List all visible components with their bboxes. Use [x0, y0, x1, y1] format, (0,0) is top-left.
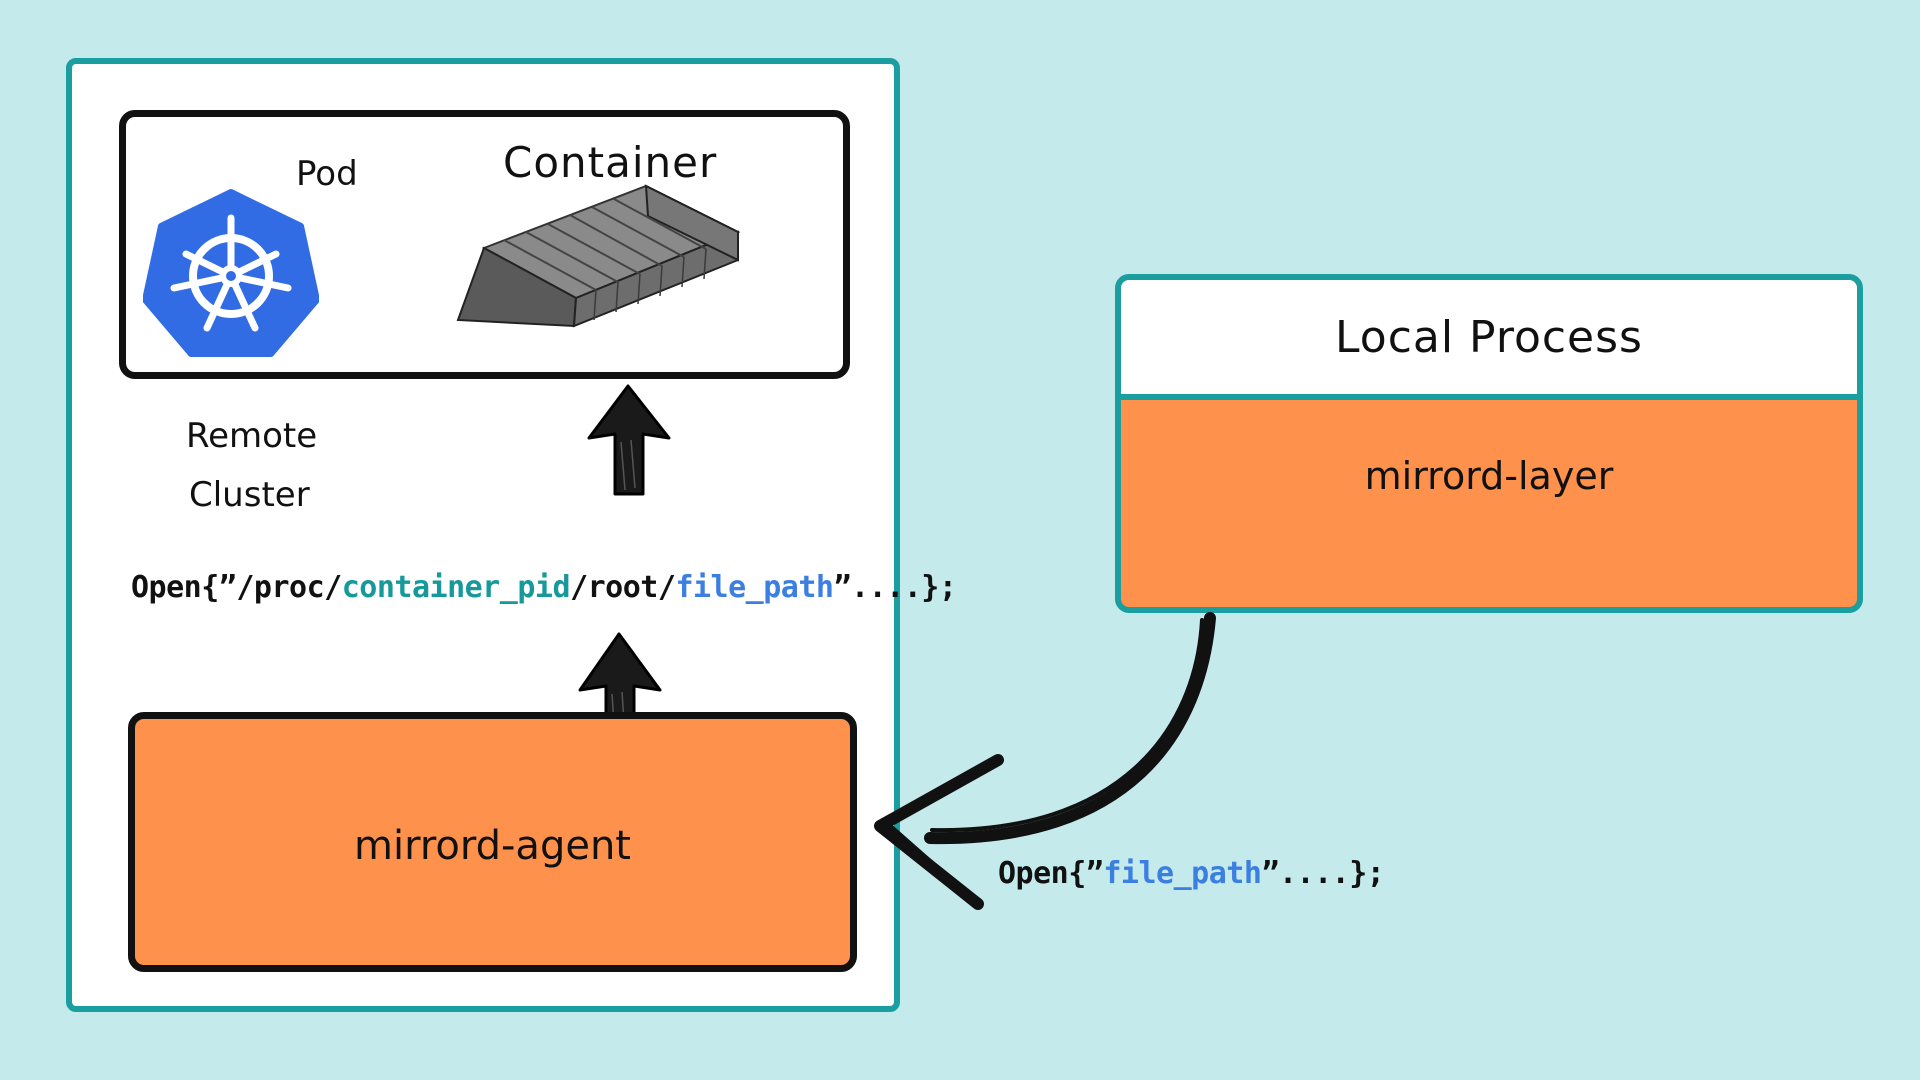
mirrord-agent-box: mirrord-agent	[128, 712, 857, 972]
pod-label: Pod	[296, 154, 358, 194]
file-path-text: file_path	[675, 570, 834, 605]
local-open-call-suffix: ”....};	[1261, 856, 1385, 891]
remote-label: Remote	[186, 416, 318, 456]
local-process-box: Local Process mirrord-layer	[1115, 274, 1863, 613]
arrow-up-icon	[587, 384, 671, 496]
open-call-mid: /root/	[570, 570, 676, 605]
mirrord-layer-label: mirrord-layer	[1364, 454, 1614, 498]
local-open-call-prefix: Open{”	[998, 856, 1104, 891]
open-call-prefix: Open{”/proc/	[131, 570, 342, 605]
open-call-suffix: ”....};	[833, 570, 957, 605]
local-file-path-text: file_path	[1103, 856, 1262, 891]
kubernetes-icon	[143, 189, 319, 357]
local-process-title: Local Process	[1121, 280, 1857, 400]
local-open-call: Open{”file_path”....};	[998, 856, 1385, 891]
mirrord-agent-label: mirrord-agent	[354, 823, 631, 869]
container-label: Container	[503, 138, 718, 187]
shipping-container-icon	[456, 184, 741, 328]
container-pid-text: container_pid	[341, 570, 571, 605]
cluster-label: Cluster	[189, 475, 310, 515]
cluster-open-call: Open{”/proc/container_pid/root/file_path…	[131, 570, 957, 605]
curved-arrow-icon	[874, 612, 1216, 910]
